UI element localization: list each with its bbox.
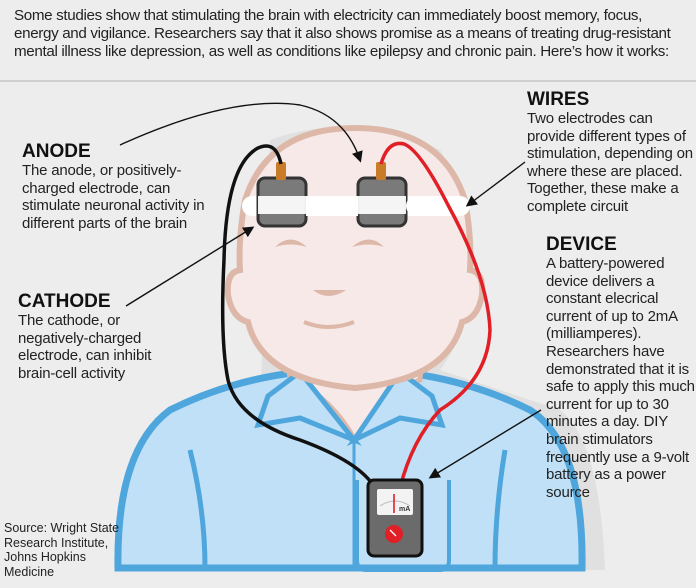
anode-electrode bbox=[356, 162, 408, 228]
anode-body: The anode, or positively-charged electro… bbox=[22, 162, 205, 232]
divider bbox=[0, 80, 696, 82]
device-title: DEVICE bbox=[546, 234, 617, 255]
nose bbox=[313, 290, 346, 296]
cathode-title: CATHODE bbox=[18, 291, 111, 312]
eye-left bbox=[275, 239, 307, 247]
anode-title: ANODE bbox=[22, 141, 91, 162]
cathode-arrow bbox=[125, 226, 255, 307]
wires-title: WIRES bbox=[527, 89, 590, 110]
mouth bbox=[303, 320, 355, 329]
black-wire bbox=[220, 144, 377, 489]
meter-unit-label: mA bbox=[399, 506, 410, 513]
device-callout: DEVICE A battery-powered device delivers… bbox=[546, 234, 696, 501]
device-body: A battery-powered device delivers a cons… bbox=[546, 255, 695, 501]
eye-right bbox=[352, 239, 384, 247]
anode-callout: ANODE The anode, or positively-charged e… bbox=[22, 141, 222, 232]
source-credit: Source: Wright State Research Institute,… bbox=[4, 521, 120, 579]
collar-right bbox=[346, 368, 446, 447]
anode-arrow bbox=[119, 102, 363, 163]
cathode-electrode bbox=[256, 162, 308, 228]
collar-left bbox=[254, 368, 362, 446]
intro-paragraph: Some studies show that stimulating the b… bbox=[14, 7, 671, 60]
red-wire bbox=[379, 141, 492, 489]
stimulator-device: mA bbox=[355, 478, 451, 572]
wires-callout: WIRES Two electrodes can provide differe… bbox=[527, 89, 696, 216]
head bbox=[224, 124, 486, 392]
device-arrow bbox=[428, 409, 542, 479]
cathode-callout: CATHODE The cathode, or negatively-charg… bbox=[18, 291, 178, 382]
wires-arrow bbox=[465, 161, 526, 207]
wires-body: Two electrodes can provide different typ… bbox=[527, 110, 693, 215]
cathode-body: The cathode, or negatively-charged elect… bbox=[18, 312, 152, 382]
